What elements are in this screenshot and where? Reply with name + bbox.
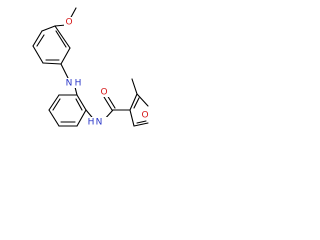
furan-ring-bond [129, 109, 135, 127]
upper-ring-bond [54, 25, 71, 49]
upper-ring-bond [42, 62, 62, 65]
upper-ring-bond [32, 45, 44, 64]
lower-ring-bond [48, 94, 60, 111]
furan-double-bond [136, 120, 147, 124]
chemical-structure: O N H N H O O [32, 7, 150, 128]
lower-ring-double-bond [52, 98, 61, 111]
furan-ring-bond [129, 93, 138, 111]
lower-ring-double-bond [75, 98, 83, 111]
amine-hydrogen-label: H [75, 79, 82, 89]
atom-mask [140, 110, 150, 120]
methoxy-oxygen-label: O [65, 18, 72, 28]
lower-ring-bond [76, 94, 87, 111]
bond-layer [32, 7, 149, 127]
upper-ring-double-bond [36, 34, 45, 47]
upper-ring-bond [32, 30, 43, 47]
atom-mask [64, 78, 84, 88]
upper-ring-bond [60, 47, 71, 65]
atom-layer: O N H N H O O [64, 17, 150, 128]
atom-mask [99, 87, 109, 97]
amide-hydrogen-label: H [88, 118, 95, 128]
carbonyl-double-bond [103, 96, 113, 111]
upper-ring-bond [41, 25, 56, 32]
furan-ring-bond [133, 122, 149, 127]
atom-mask [90, 117, 110, 127]
nh-lower-ring-bond [74, 86, 78, 96]
atom-mask [64, 17, 74, 27]
carbonyl-double-bond [106, 94, 116, 109]
furan-double-bond [133, 97, 140, 109]
furan-ring-bond [136, 93, 149, 107]
lower-ring-bond [76, 109, 87, 127]
carbonyl-oxygen-label: O [100, 88, 107, 98]
amide-nitrogen-label: N [96, 118, 103, 128]
upper-ring-nh-bond [60, 63, 70, 81]
amine-nitrogen-label: N [66, 79, 73, 89]
furan-oxygen-label: O [141, 111, 148, 121]
lower-ring-bond [48, 109, 60, 127]
furan-methyl-bond [131, 78, 138, 95]
upper-ring-double-bond [55, 30, 67, 48]
